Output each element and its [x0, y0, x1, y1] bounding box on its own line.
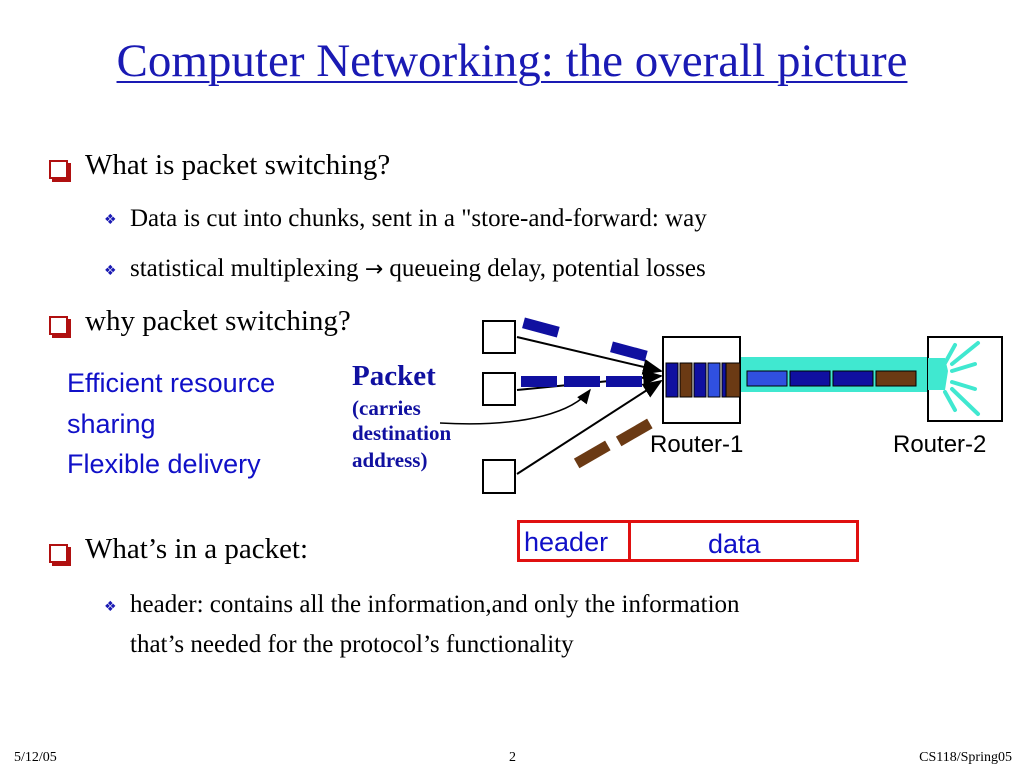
bullet-whats-in-packet: What’s in a packet:	[85, 533, 309, 565]
queue-packet	[725, 362, 741, 398]
footer-page-number: 2	[509, 750, 516, 765]
arrow-host3	[516, 379, 663, 475]
router-1-label: Router-1	[650, 431, 744, 458]
queue-packet	[707, 362, 721, 398]
sub-bullet-header-desc-cont: that’s needed for the protocol’s functio…	[130, 631, 574, 658]
link-packet	[789, 370, 831, 387]
multiplexing-text: statistical multiplexing	[130, 255, 359, 282]
packet-header-label: header	[524, 527, 609, 557]
packet-blue	[610, 341, 648, 362]
packet-note-line-1: (carries	[352, 396, 421, 420]
queue-packet	[693, 362, 707, 398]
bullet-why-packet-switching: why packet switching?	[85, 305, 351, 337]
slide-title: Computer Networking: the overall picture	[0, 35, 1024, 88]
right-arrow-icon: →	[364, 257, 384, 282]
link-packet	[832, 370, 874, 387]
packet-pointer	[439, 388, 591, 425]
link-tip	[928, 358, 948, 390]
host-3	[482, 459, 516, 494]
diamond-bullet-icon: ❖	[104, 212, 117, 228]
router-2-label: Router-2	[893, 431, 987, 458]
sub-bullet-header-desc: header: contains all the information,and…	[130, 591, 740, 618]
packet-blue	[521, 376, 557, 387]
queue-packet	[721, 362, 727, 398]
slide-title-text: Computer Networking: the overall picture	[116, 35, 908, 87]
queue-packet	[665, 362, 679, 398]
packet-blue	[606, 376, 642, 387]
packet-data-label: data	[708, 529, 761, 559]
packet-brown	[615, 418, 653, 447]
checkbox-bullet-icon	[49, 544, 68, 563]
packet-brown	[573, 440, 611, 469]
footer-date: 5/12/05	[14, 750, 57, 765]
queue-packet	[679, 362, 693, 398]
benefit-line-3: Flexible delivery	[67, 449, 261, 479]
diamond-bullet-icon: ❖	[104, 599, 117, 615]
packet-note-line-2: destination	[352, 421, 452, 445]
checkbox-bullet-icon	[49, 160, 68, 179]
diamond-bullet-icon: ❖	[104, 263, 117, 279]
packet-note-line-3: address)	[352, 448, 428, 472]
queueing-text: queueing delay, potential losses	[389, 255, 706, 282]
benefit-line-2: sharing	[67, 409, 156, 439]
benefit-line-1: Efficient resource	[67, 368, 276, 398]
link-packet	[875, 370, 917, 387]
sub-bullet-multiplexing: statistical multiplexing → queueing dela…	[130, 255, 706, 283]
packet-format: header data	[517, 520, 859, 562]
arrow-host1	[516, 336, 663, 375]
router2-rays-icon	[943, 341, 980, 416]
packet-format-divider	[628, 523, 631, 559]
host-1	[482, 320, 516, 354]
bullet-packet-switching: What is packet switching?	[85, 149, 391, 181]
link-packet	[746, 370, 788, 387]
checkbox-bullet-icon	[49, 316, 68, 335]
footer-course: CS118/Spring05	[919, 750, 1012, 765]
packet-note-title: Packet	[352, 360, 436, 392]
sub-bullet-store-forward: Data is cut into chunks, sent in a "stor…	[130, 205, 707, 232]
packet-blue	[522, 317, 560, 338]
host-2	[482, 372, 516, 406]
packet-blue	[564, 376, 600, 387]
